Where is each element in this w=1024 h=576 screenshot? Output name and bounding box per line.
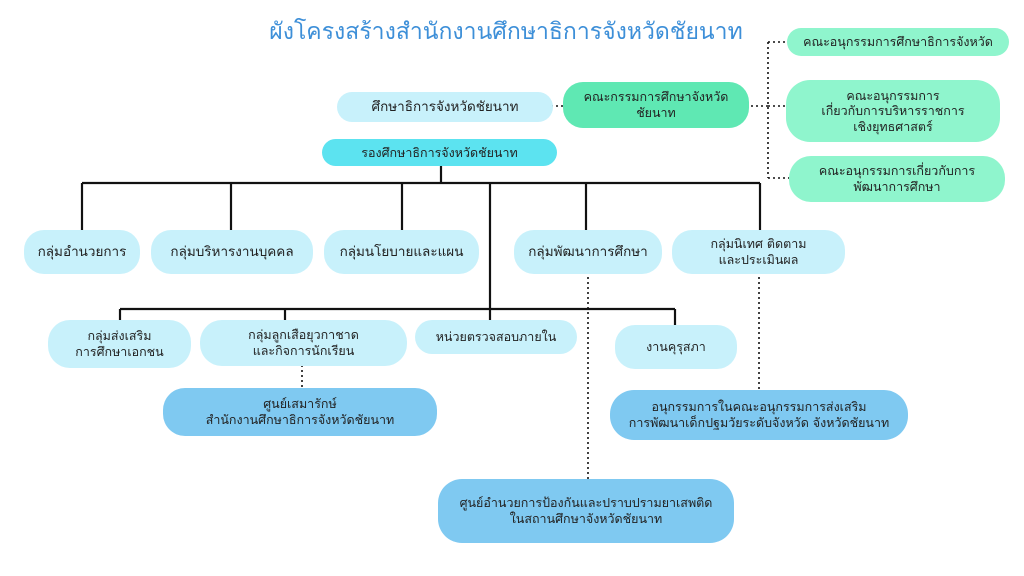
scout-center-box: ศูนย์เสมารักษ์ สำนักงานศึกษาธิการจังหวัด…: [163, 388, 437, 436]
early-childhood-subcommittee-box: อนุกรรมการในคณะอนุกรรมการส่งเสริม การพัฒ…: [610, 390, 908, 440]
deputy-director-box: รองศึกษาธิการจังหวัดชัยนาท: [322, 139, 557, 166]
group-policy-box: กลุ่มนโยบายและแผน: [324, 230, 479, 274]
sub-committee-strategy-box: คณะอนุกรรมการ เกี่ยวกับการบริหารราชการ เ…: [786, 80, 1000, 142]
group-private-education-box: กลุ่มส่งเสริม การศึกษาเอกชน: [48, 320, 191, 368]
drug-prevention-center-box: ศูนย์อำนวยการป้องกันและปราบปรามยาเสพติด …: [438, 479, 734, 543]
group-hr-box: กลุ่มบริหารงานบุคคล: [151, 230, 313, 274]
teacher-council-box: งานคุรุสภา: [615, 325, 737, 369]
sub-committee-development-box: คณะอนุกรรมการเกี่ยวกับการ พัฒนาการศึกษา: [789, 156, 1005, 202]
page-title: ผังโครงสร้างสำนักงานศึกษาธิการจังหวัดชัย…: [269, 19, 743, 45]
group-scout-box: กลุ่มลูกเสือยุวกาชาด และกิจการนักเรียน: [200, 320, 407, 366]
group-admin-box: กลุ่มอำนวยการ: [24, 230, 140, 274]
director-box: ศึกษาธิการจังหวัดชัยนาท: [337, 92, 553, 122]
internal-audit-box: หน่วยตรวจสอบภายใน: [415, 320, 577, 354]
sub-committee-education-box: คณะอนุกรรมการศึกษาธิการจังหวัด: [787, 28, 1009, 56]
provincial-committee-box: คณะกรรมการศึกษาจังหวัด ชัยนาท: [563, 82, 749, 128]
group-monitoring-box: กลุ่มนิเทศ ติดตาม และประเมินผล: [672, 230, 845, 274]
group-education-development-box: กลุ่มพัฒนาการศึกษา: [514, 230, 662, 274]
